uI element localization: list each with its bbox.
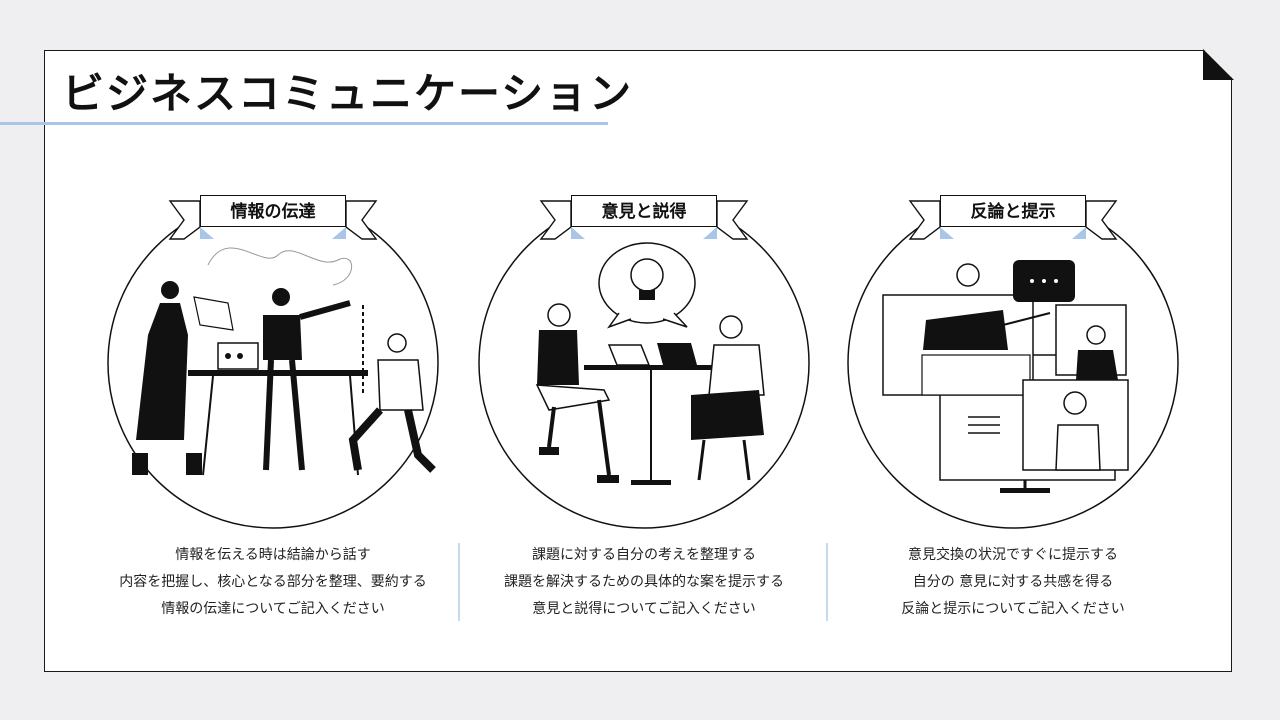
lightbulb-icon	[478, 197, 810, 529]
ribbon-label-information: 情報の伝達	[200, 195, 346, 227]
description-information: 情報を伝える時は結論から話す 内容を把握し、核心となる部分を整理、要約する 情報…	[88, 542, 458, 623]
description-line: 内容を把握し、核心となる部分を整理、要約する	[119, 574, 427, 590]
description-line: 自分の 意見に対する共感を得る	[912, 574, 1114, 590]
ribbon-label-rebuttal: 反論と提示	[940, 195, 1086, 227]
video-call-icon	[847, 197, 1179, 529]
description-line: 情報の伝達についてご記入ください	[161, 601, 385, 617]
description-line: 情報を伝える時は結論から話す	[175, 547, 371, 563]
description-line: 課題に対する自分の考えを整理する	[532, 547, 756, 563]
description-line: 意見と説得についてご記入ください	[532, 601, 756, 617]
description-line: 反論と提示についてご記入ください	[901, 601, 1125, 617]
column-rebuttal: 反論と提示 意見交換の状況ですぐに提示する 自分の 意見に対する共感を得る 反論…	[828, 185, 1198, 645]
description-rebuttal: 意見交換の状況ですぐに提示する 自分の 意見に対する共感を得る 反論と提示につい…	[828, 542, 1198, 623]
column-opinion: 意見と説得 課題に対する自分の考えを整理する 課題を解決するための具体的な案を提…	[459, 185, 829, 645]
description-line: 課題を解決するための具体的な案を提示する	[504, 574, 784, 590]
description-opinion: 課題に対する自分の考えを整理する 課題を解決するための具体的な案を提示する 意見…	[459, 542, 829, 623]
title-underline	[0, 122, 608, 125]
column-information: 情報の伝達 情報を伝える時は結論から話す 内容を把握し、核心となる部分を整理、要…	[88, 185, 458, 645]
description-line: 意見交換の状況ですぐに提示する	[908, 547, 1118, 563]
corner-fold-icon	[1203, 49, 1234, 80]
column-divider	[458, 543, 460, 621]
column-divider	[826, 543, 828, 621]
page-title: ビジネスコミュニケーション	[62, 69, 634, 118]
ribbon-label-opinion: 意見と説得	[571, 195, 717, 227]
meeting-people-icon	[107, 197, 439, 529]
